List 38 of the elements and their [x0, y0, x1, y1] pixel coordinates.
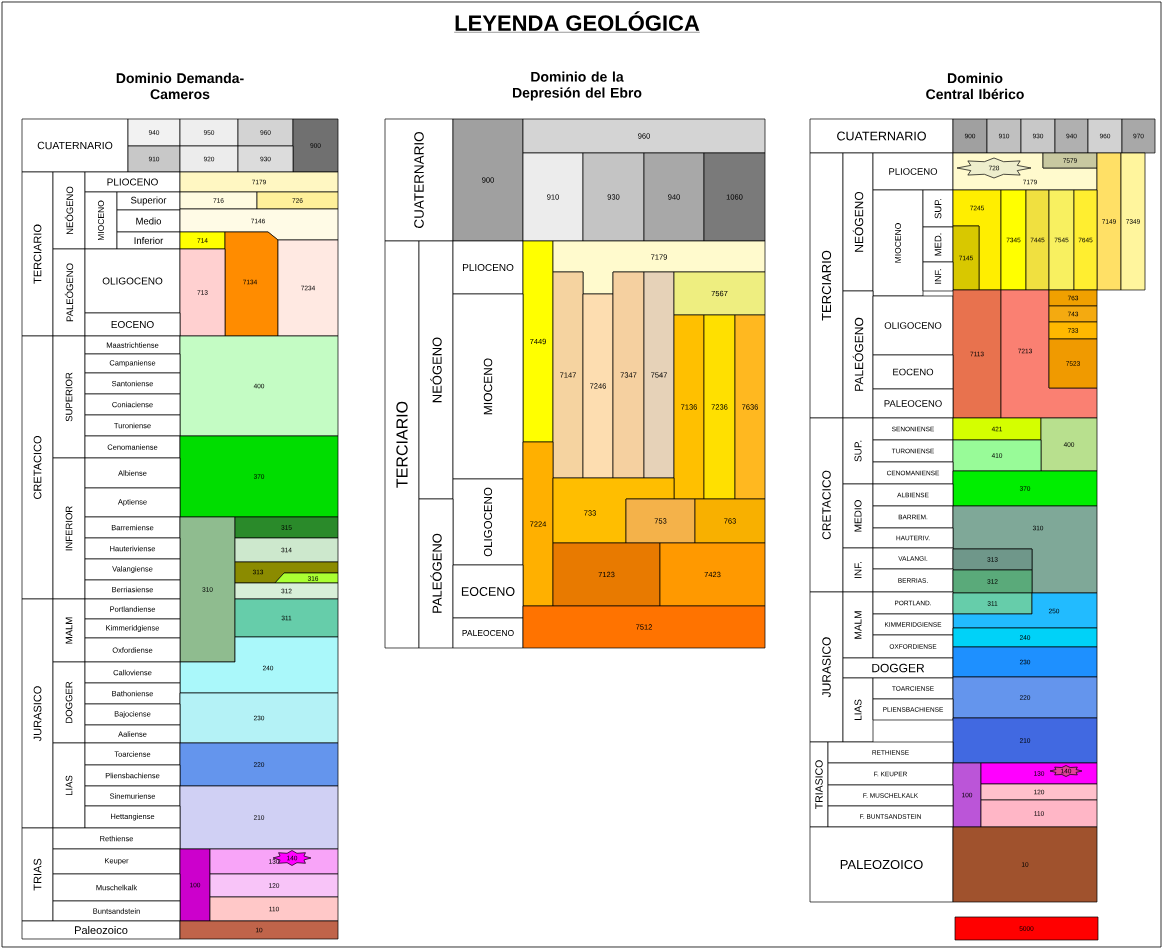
column-heading: Dominio Demanda-Cameros: [116, 72, 244, 100]
period-cell: MALM: [52, 598, 86, 663]
period-cell: NEÓGENO: [842, 152, 874, 292]
period-cell: MALM: [842, 591, 874, 659]
period-cell: PALEOCENO: [452, 617, 524, 649]
column-heading: Dominio Central Ibérico: [926, 72, 1024, 100]
period-cell: MIOCENO: [84, 191, 118, 250]
period-cell: MEDIO: [842, 483, 874, 549]
period-cell: MED.: [922, 226, 954, 263]
period-cell: EOCENO: [452, 564, 524, 619]
title: LEYENDA GEOLÓGICA: [453, 11, 701, 33]
period-cell: Inferior: [116, 231, 181, 250]
period-cell: INF.: [922, 261, 954, 292]
period-cell: PALEÓGENO: [842, 290, 874, 419]
period-cell: EOCENO: [872, 354, 954, 390]
column-heading: Dominio de la Depresión del Ebro: [513, 71, 642, 101]
period-cell: SUP.: [842, 417, 874, 485]
period-cell: SUP.: [922, 189, 954, 228]
period-cell: PALEOCENO: [872, 388, 954, 419]
period-cell: Medio: [116, 209, 181, 233]
period-cell: PLIOCENO: [84, 171, 181, 193]
period-cell: Superior: [116, 191, 181, 211]
period-cell: Paleozoico: [21, 920, 181, 940]
period-cell: OLIGOCENO: [452, 478, 524, 566]
period-cell: PLIOCENO: [452, 240, 524, 295]
period-cell: LIAS: [842, 677, 874, 743]
period-cell: NEÓGENO: [52, 171, 86, 250]
period-cell: OLIGOCENO: [872, 295, 954, 356]
period-cell: DOGGER: [52, 661, 86, 744]
period-cell: LIAS: [52, 742, 86, 829]
period-cell: PALEÓGENO: [52, 248, 86, 337]
period-cell: DOGGER: [842, 657, 954, 679]
period-cell: TRIASICO: [809, 741, 829, 828]
period-cell: TRIAS: [21, 827, 54, 922]
period-cell: EOCENO: [84, 312, 181, 337]
period-cell: INF.: [842, 547, 874, 593]
period-cell: CUATERNARIO: [809, 118, 954, 154]
period-cell: CUATERNARIO: [384, 118, 454, 242]
